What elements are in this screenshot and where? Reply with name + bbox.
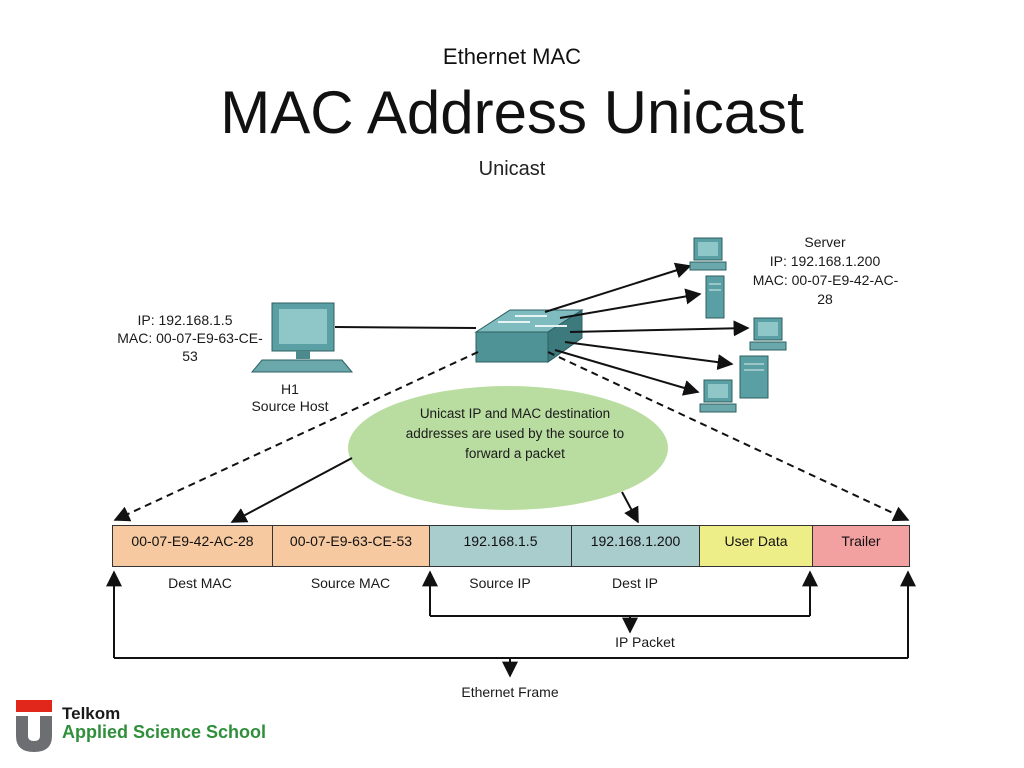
server-role: Server [804, 234, 846, 250]
source-host-name: H1 [281, 381, 299, 397]
server-ip: IP: 192.168.1.200 [769, 253, 881, 269]
telkom-logo-icon [16, 700, 52, 752]
pc-icon [689, 237, 727, 271]
callout-bubble [348, 386, 668, 510]
logo-text-school: Applied Science School [62, 722, 267, 742]
server-icon [739, 355, 769, 399]
logo-text-telkom: Telkom [62, 704, 121, 723]
slide-subtitle: Ethernet MAC [442, 44, 582, 69]
label-ethernet-frame: Ethernet Frame [461, 684, 559, 700]
ip-packet-bracket [422, 570, 818, 634]
frame-field-dest-mac: 00-07-E9-42-AC-28 [113, 526, 273, 566]
slide-title: MAC Address Unicast [220, 79, 804, 146]
bubble-arrow-dest-mac [230, 457, 353, 523]
figure-caption: Unicast [478, 158, 546, 180]
server-mac-line2: 28 [817, 291, 833, 307]
server-icon [705, 275, 725, 319]
frame-field-trailer: Trailer [813, 526, 909, 566]
frame-field-source-mac: 00-07-E9-63-CE-53 [273, 526, 430, 566]
label-source-ip: Source IP [469, 575, 531, 591]
pc-icon [749, 317, 787, 351]
label-source-mac: Source MAC [310, 575, 391, 591]
frame-field-user-data: User Data [700, 526, 813, 566]
label-dest-mac: Dest MAC [168, 575, 232, 591]
source-host-mac-line2: 53 [182, 348, 198, 364]
dashed-left-arrow [113, 351, 479, 522]
label-dest-ip: Dest IP [612, 575, 658, 591]
frame-field-source-ip: 192.168.1.5 [430, 526, 572, 566]
host-switch-link [334, 326, 477, 329]
bubble-arrow-dest-ip [621, 491, 639, 524]
switch-forward-arrows [544, 262, 750, 396]
source-host-computer-icon [250, 302, 354, 373]
dashed-right-arrow [547, 351, 910, 522]
callout-text: Unicast IP and MAC destination addresses… [405, 406, 625, 461]
source-host-mac-line1: MAC: 00-07-E9-63-CE- [117, 330, 263, 346]
label-ip-packet: IP Packet [615, 634, 675, 650]
ethernet-frame-bracket [106, 570, 916, 678]
source-host-ip: IP: 192.168.1.5 [137, 312, 233, 328]
switch-icon [474, 309, 584, 363]
server-mac-line1: MAC: 00-07-E9-42-AC- [752, 272, 899, 288]
pc-icon [699, 379, 737, 413]
source-host-role: Source Host [251, 398, 329, 414]
ethernet-frame: 00-07-E9-42-AC-28 00-07-E9-63-CE-53 192.… [112, 525, 910, 567]
frame-field-dest-ip: 192.168.1.200 [572, 526, 700, 566]
